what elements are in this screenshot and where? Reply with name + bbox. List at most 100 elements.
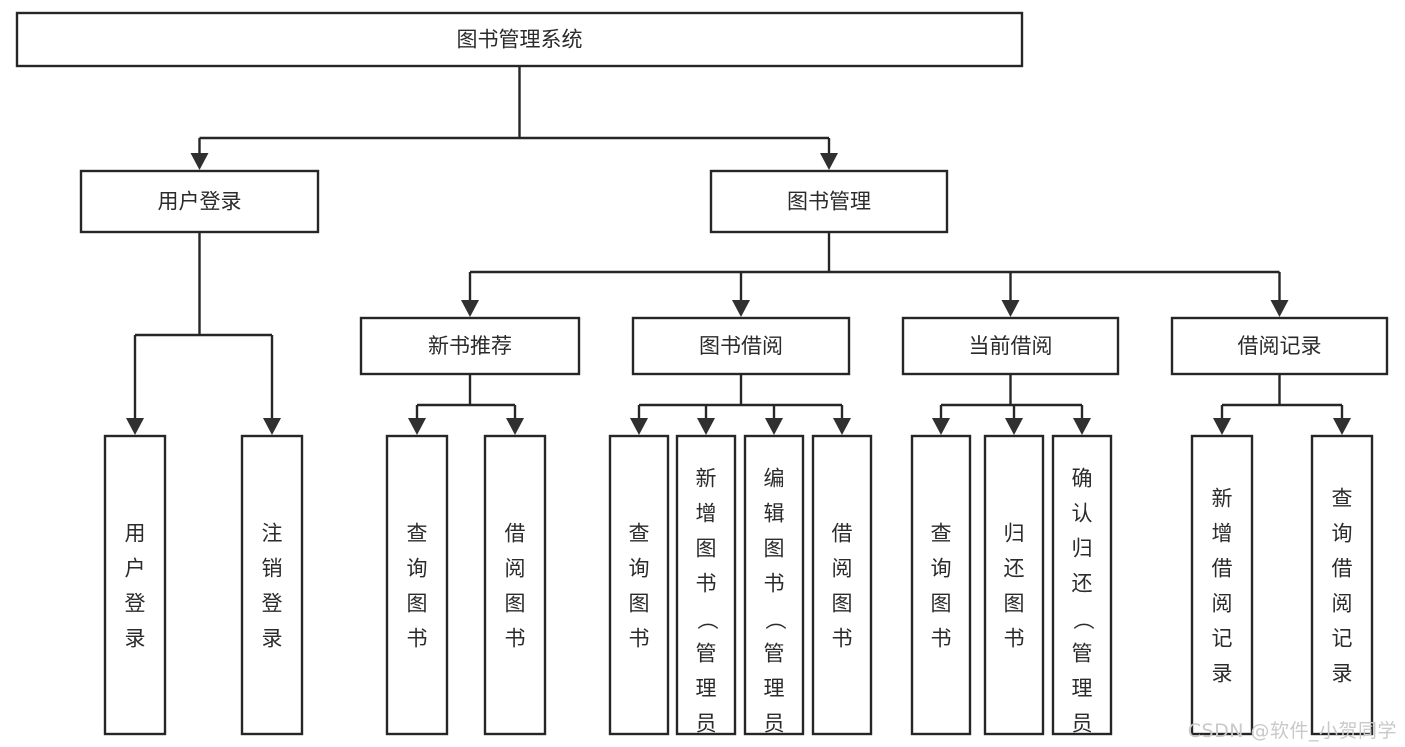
arrow-head-leaf-add-book (697, 418, 715, 435)
node-root[interactable]: 图书管理系统 (15, 11, 1024, 68)
arrow-head-leaf-query-book-2 (630, 418, 648, 435)
node-label-char: （ (1071, 609, 1095, 630)
connector-group-user-login (126, 232, 281, 435)
node-box-book-manage[interactable] (709, 169, 949, 234)
node-label-current-borrow: 当前借阅 (969, 334, 1053, 358)
node-label-char: 图 (1004, 592, 1025, 616)
node-leaf-query-book-2[interactable]: 查询图书查询图书 (608, 434, 670, 736)
node-box-leaf-add-record[interactable] (1190, 434, 1254, 736)
arrow-head-leaf-query-book-3 (932, 418, 950, 435)
node-label-char: 书 (931, 627, 952, 651)
node-box-leaf-query-record[interactable] (1310, 434, 1374, 736)
connector-group-current-borrow (932, 374, 1091, 435)
node-leaf-query-record[interactable]: 查询借阅记录查询借阅记录 (1310, 434, 1374, 736)
node-box-leaf-user-logout[interactable] (240, 434, 304, 736)
node-label-char: 图 (764, 537, 785, 561)
node-box-leaf-borrow-book-1[interactable] (483, 434, 547, 736)
arrow-head-leaf-add-record (1213, 418, 1231, 435)
node-label-char: 图 (832, 592, 853, 616)
node-box-leaf-add-book[interactable] (675, 434, 737, 736)
connector-group-new-book-rec (408, 374, 524, 435)
node-user-login[interactable]: 用户登录 (79, 169, 320, 234)
connector-group-book-borrow (630, 374, 851, 435)
node-box-leaf-query-book-3[interactable] (910, 434, 972, 736)
node-label-char: 查 (407, 522, 428, 546)
node-leaf-query-book-3[interactable]: 查询图书查询图书 (910, 434, 972, 736)
node-label-char: 图 (931, 592, 952, 616)
node-label-char: 阅 (1212, 592, 1233, 616)
node-label-char: 新 (696, 467, 717, 491)
node-book-manage[interactable]: 图书管理 (709, 169, 949, 234)
node-leaf-query-book-1[interactable]: 查询图书查询图书 (385, 434, 449, 736)
node-label-char: 归 (1004, 522, 1025, 546)
node-box-leaf-return-book[interactable] (983, 434, 1045, 736)
node-label-char: 确 (1072, 467, 1093, 491)
node-box-book-borrow[interactable] (631, 316, 851, 376)
node-leaf-borrow-book-1[interactable]: 借阅图书借阅图书 (483, 434, 547, 736)
node-borrow-record[interactable]: 借阅记录 (1170, 316, 1389, 376)
node-label-char: 户 (125, 557, 146, 581)
node-label-char: 用 (125, 522, 146, 546)
node-label-char: 管 (696, 642, 717, 666)
node-label-char: 管 (764, 642, 785, 666)
node-label-char: 图 (505, 592, 526, 616)
node-label-char: 录 (1332, 662, 1353, 686)
arrow-head-leaf-query-book-1 (408, 418, 426, 435)
node-label-char: 查 (629, 522, 650, 546)
node-leaf-return-book[interactable]: 归还图书归还图书 (983, 434, 1045, 736)
node-leaf-user-login[interactable]: 用户登录用户登录 (103, 434, 167, 736)
node-label-char: 录 (1212, 662, 1233, 686)
node-label-char: 书 (1004, 627, 1025, 651)
node-box-leaf-borrow-book-2[interactable] (811, 434, 873, 736)
node-label-char: 记 (1212, 627, 1233, 651)
node-label-char: 记 (1332, 627, 1353, 651)
node-label-char: 书 (832, 627, 853, 651)
connector-layer (126, 66, 1351, 435)
node-label-char: 员 (696, 712, 717, 736)
node-label-char: 销 (262, 557, 283, 581)
node-leaf-borrow-book-2[interactable]: 借阅图书借阅图书 (811, 434, 873, 736)
node-current-borrow[interactable]: 当前借阅 (901, 316, 1120, 376)
node-label-char: （ (695, 609, 719, 630)
node-label-char: 询 (629, 557, 650, 581)
node-label-char: 图 (696, 537, 717, 561)
node-box-new-book-rec[interactable] (359, 316, 581, 376)
node-leaf-user-logout[interactable]: 注销登录注销登录 (240, 434, 304, 736)
node-label-char: 查 (931, 522, 952, 546)
node-new-book-rec[interactable]: 新书推荐 (359, 316, 581, 376)
node-box-leaf-edit-book[interactable] (743, 434, 805, 736)
node-label-char: 书 (696, 572, 717, 596)
arrow-head-leaf-borrow-book-2 (833, 418, 851, 435)
arrow-head-book-manage (820, 153, 838, 170)
node-box-root[interactable] (15, 11, 1024, 68)
node-box-leaf-query-book-2[interactable] (608, 434, 670, 736)
arrow-head-new-book-rec (461, 300, 479, 317)
node-box-leaf-user-login[interactable] (103, 434, 167, 736)
node-label-book-borrow: 图书借阅 (699, 334, 783, 358)
node-box-leaf-query-book-1[interactable] (385, 434, 449, 736)
node-layer: 图书管理系统用户登录图书管理新书推荐图书借阅当前借阅借阅记录用户登录用户登录注销… (15, 11, 1389, 747)
node-label-char: 认 (1072, 502, 1093, 526)
node-box-user-login[interactable] (79, 169, 320, 234)
csdn-watermark: CSDN @软件_小贺同学 (1187, 720, 1397, 742)
connector-group-borrow-record (1213, 374, 1351, 435)
node-label-char: 员 (764, 712, 785, 736)
node-label-char: 录 (262, 627, 283, 651)
node-label-char: 借 (1332, 557, 1353, 581)
node-box-leaf-confirm-return[interactable] (1051, 434, 1113, 736)
node-box-borrow-record[interactable] (1170, 316, 1389, 376)
arrow-head-leaf-edit-book (765, 418, 783, 435)
node-box-current-borrow[interactable] (901, 316, 1120, 376)
arrow-head-leaf-query-record (1333, 418, 1351, 435)
node-label-char: 录 (125, 627, 146, 651)
node-label-char: 询 (407, 557, 428, 581)
node-label-char: 管 (1072, 642, 1093, 666)
node-label-char: 辑 (764, 502, 785, 526)
node-leaf-add-record[interactable]: 新增借阅记录新增借阅记录 (1190, 434, 1254, 736)
node-label-char: 图 (407, 592, 428, 616)
node-label-char: 理 (1072, 677, 1093, 701)
node-book-borrow[interactable]: 图书借阅 (631, 316, 851, 376)
